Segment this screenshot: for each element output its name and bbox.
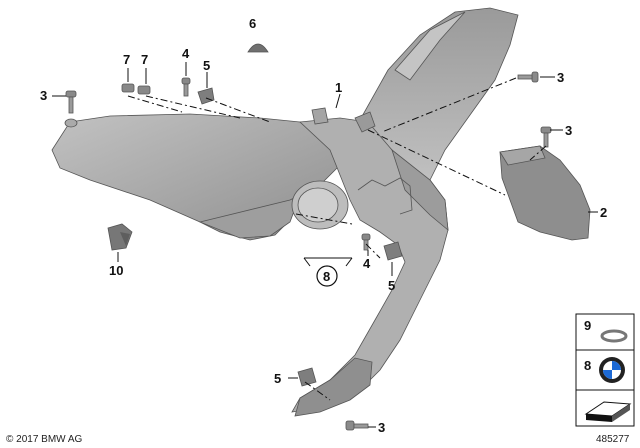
fastener-screw-4b bbox=[361, 233, 371, 251]
callout-5: 5 bbox=[203, 58, 210, 73]
callout-4: 4 bbox=[182, 46, 190, 61]
callout-3: 3 bbox=[40, 88, 47, 103]
seal-ring-icon bbox=[600, 329, 628, 343]
dome-nut-part bbox=[247, 43, 269, 53]
callout-3: 3 bbox=[557, 70, 564, 85]
fastener-screw-3d bbox=[345, 420, 369, 431]
fastener-screw-3b bbox=[517, 71, 539, 83]
callout-8: 8 bbox=[323, 269, 330, 284]
side-panel-part bbox=[499, 145, 591, 241]
callout-5: 5 bbox=[388, 278, 395, 293]
callout-8-circle bbox=[316, 265, 338, 287]
fastener-clip-5a bbox=[197, 87, 215, 105]
callout-2: 2 bbox=[600, 205, 607, 220]
callout-5: 5 bbox=[274, 371, 281, 386]
small-grommet-part bbox=[107, 223, 133, 251]
fastener-screw-3c bbox=[540, 126, 552, 148]
fastener-clip-5c bbox=[297, 367, 317, 387]
legend-box: 9 8 bbox=[575, 313, 635, 427]
fastener-clip-7a bbox=[121, 83, 135, 93]
fastener-clip-7b bbox=[137, 85, 151, 95]
fastener-screw-4a bbox=[181, 77, 191, 97]
fastener-clip-5b bbox=[383, 241, 403, 261]
callout-10: 10 bbox=[109, 263, 123, 278]
legend-number-9: 9 bbox=[584, 318, 591, 333]
callout-3: 3 bbox=[378, 420, 385, 435]
fastener-screw-3a bbox=[64, 90, 78, 128]
callout-3: 3 bbox=[565, 123, 572, 138]
alignment-lines bbox=[127, 77, 547, 401]
tail-fairing-part bbox=[51, 7, 519, 417]
tool-icon bbox=[584, 401, 632, 422]
callout-4: 4 bbox=[363, 256, 371, 271]
legend-number-8: 8 bbox=[584, 358, 591, 373]
callout-7: 7 bbox=[123, 52, 130, 67]
callout-1: 1 bbox=[335, 80, 342, 95]
bmw-emblem-icon bbox=[599, 357, 625, 383]
callout-7: 7 bbox=[141, 52, 148, 67]
leader-lines bbox=[52, 62, 598, 428]
drawing-number: 485277 bbox=[596, 434, 630, 445]
copyright-text: © 2017 BMW AG bbox=[6, 434, 83, 445]
callout-6: 6 bbox=[249, 16, 256, 31]
